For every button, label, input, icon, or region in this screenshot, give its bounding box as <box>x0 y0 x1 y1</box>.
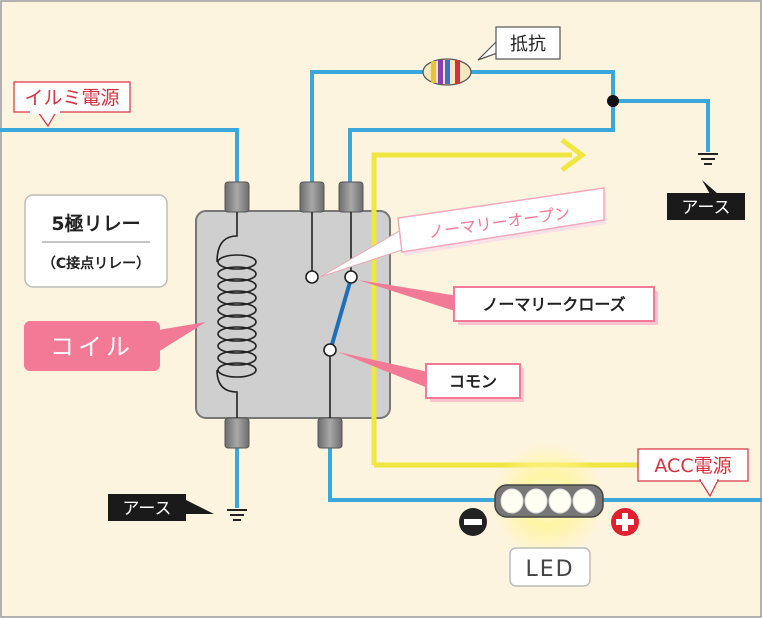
ground-icon <box>227 509 247 521</box>
coil-callout-tail <box>158 322 206 352</box>
earth-top-callout-tail <box>702 180 718 194</box>
terminal-coil-bottom <box>224 417 250 449</box>
acc-callout-mask <box>701 478 717 482</box>
arrow-right-icon <box>560 138 587 172</box>
terminal-nc <box>338 181 364 213</box>
junction-dot <box>607 95 619 107</box>
resistor-right-wire <box>348 70 615 185</box>
relay-type-title: 5極リレー <box>51 212 140 235</box>
resistor-left-wire <box>310 70 425 185</box>
nc-callout-tail <box>358 280 458 312</box>
terminal-no <box>299 181 325 213</box>
earth-top-label: アース <box>681 198 730 218</box>
blue-wires <box>0 70 762 508</box>
resistor-icon <box>422 58 472 86</box>
plus-terminal-icon <box>611 508 639 536</box>
acc-power-label: ACC電源 <box>654 455 731 477</box>
coil-icon <box>216 212 257 418</box>
common-label-box <box>425 363 521 399</box>
earth-top-label-box <box>667 193 745 220</box>
resistor-label-box <box>495 26 561 60</box>
illumi-callout-mask <box>30 110 60 114</box>
earth-bottom-label: アース <box>122 499 171 519</box>
led-bulbs <box>500 488 596 514</box>
coil-label-box <box>24 321 160 371</box>
illumi-label-box <box>13 81 131 113</box>
acc-label-box <box>637 448 749 482</box>
no-label-box <box>397 187 605 253</box>
common-contact-point <box>323 343 337 357</box>
terminal-common <box>317 417 343 449</box>
common-to-led-wire <box>328 445 498 502</box>
relay-type-box <box>24 194 168 288</box>
relay-type-subtitle: （C接点リレー） <box>42 255 150 272</box>
switch-contact-arm <box>329 280 352 350</box>
earth-bottom-callout-tail <box>186 500 214 514</box>
nc-contact-point <box>344 270 358 284</box>
no-contact-point <box>305 270 319 284</box>
normally-closed-label: ノーマリークローズ <box>482 295 625 314</box>
illumi-power-label: イルミ電源 <box>24 87 119 109</box>
illumi-wire <box>0 128 239 185</box>
earth-branch-wire <box>613 99 710 152</box>
minus-terminal-icon <box>459 508 487 536</box>
common-label: コモン <box>449 372 497 391</box>
common-callout-tail <box>338 352 428 388</box>
relay-body <box>195 210 391 419</box>
led-label: LED <box>525 557 574 582</box>
ground-icon <box>698 153 718 165</box>
resistor-label: 抵抗 <box>510 34 546 55</box>
led-label-box <box>509 547 591 587</box>
nc-label-box <box>453 286 655 322</box>
relay-terminals <box>224 181 364 449</box>
terminal-coil-top <box>224 181 250 213</box>
coil-label: コイル <box>50 333 134 361</box>
earth-bottom-label-box <box>108 494 186 521</box>
